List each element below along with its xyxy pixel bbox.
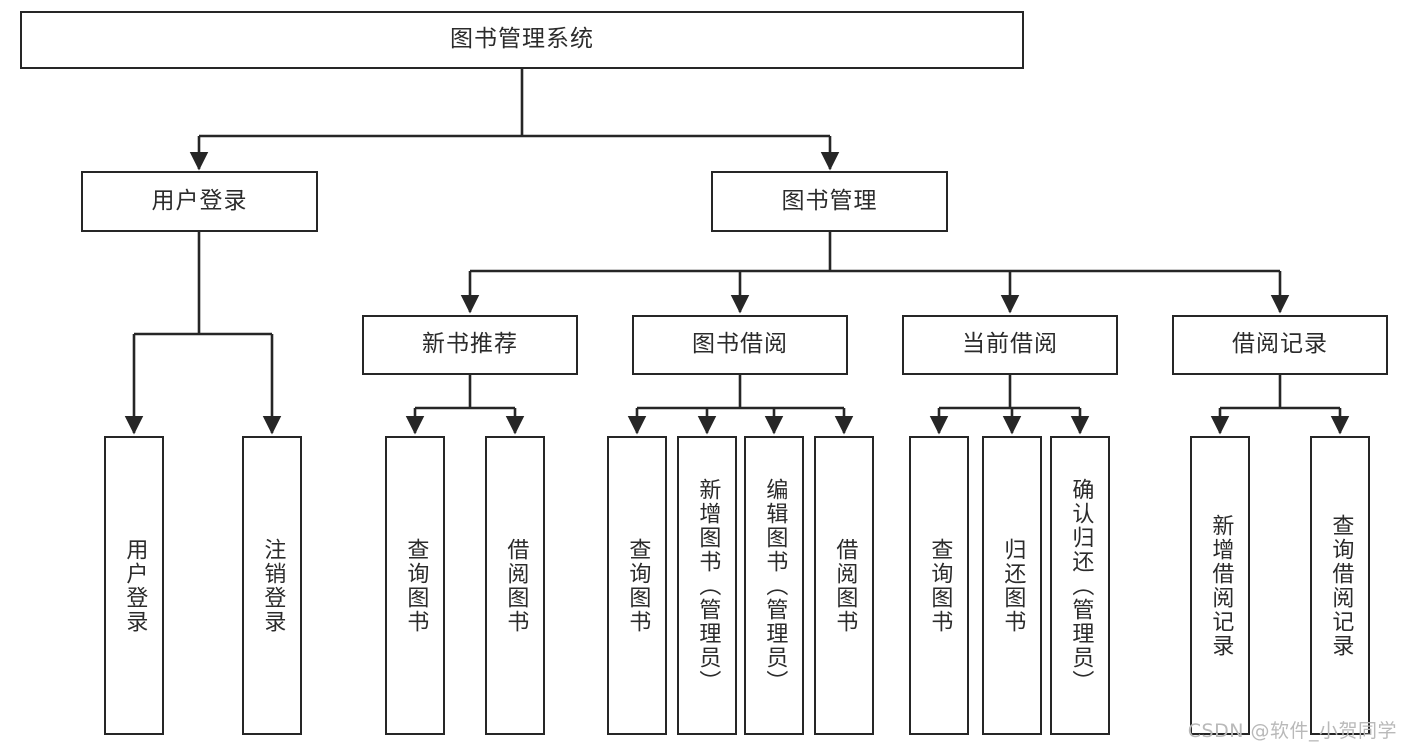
node-new-book-recommend[interactable]: 新书推荐 [362, 315, 578, 375]
leaf-borrow-book-rec-label: 借阅图书 [503, 537, 529, 634]
leaf-confirm-return-admin-label: 确认归还（管理员） [1068, 477, 1094, 694]
leaf-query-book-rec[interactable]: 查询图书 [385, 436, 445, 735]
leaf-query-book-cur[interactable]: 查询图书 [909, 436, 969, 735]
leaf-query-book-borrow-label: 查询图书 [625, 537, 651, 634]
leaf-return-book-label: 归还图书 [1000, 537, 1026, 634]
node-new-book-recommend-label: 新书推荐 [422, 331, 518, 358]
leaf-return-book[interactable]: 归还图书 [982, 436, 1042, 735]
leaf-add-borrow-record[interactable]: 新增借阅记录 [1190, 436, 1250, 735]
leaf-edit-book-admin[interactable]: 编辑图书（管理员） [744, 436, 804, 735]
leaf-add-book-admin[interactable]: 新增图书（管理员） [677, 436, 737, 735]
leaf-query-book-cur-label: 查询图书 [927, 537, 953, 634]
node-user-login[interactable]: 用户登录 [81, 171, 318, 232]
leaf-add-borrow-record-label: 新增借阅记录 [1208, 513, 1234, 658]
leaf-query-borrow-record[interactable]: 查询借阅记录 [1310, 436, 1370, 735]
leaf-query-book-borrow[interactable]: 查询图书 [607, 436, 667, 735]
csdn-watermark: CSDN @软件_小贺同学 [1187, 720, 1397, 742]
leaf-borrow-book-rec[interactable]: 借阅图书 [485, 436, 545, 735]
leaf-logout[interactable]: 注销登录 [242, 436, 302, 735]
node-root-label: 图书管理系统 [450, 26, 594, 53]
leaf-logout-label: 注销登录 [260, 537, 286, 634]
node-current-borrow[interactable]: 当前借阅 [902, 315, 1118, 375]
node-borrow-record-label: 借阅记录 [1232, 331, 1328, 358]
node-current-borrow-label: 当前借阅 [962, 331, 1058, 358]
node-book-manage[interactable]: 图书管理 [711, 171, 948, 232]
leaf-query-borrow-record-label: 查询借阅记录 [1328, 513, 1354, 658]
leaf-edit-book-admin-label: 编辑图书（管理员） [762, 477, 788, 694]
leaf-add-book-admin-label: 新增图书（管理员） [695, 477, 721, 694]
node-book-borrow[interactable]: 图书借阅 [632, 315, 848, 375]
leaf-user-login[interactable]: 用户登录 [104, 436, 164, 735]
leaf-confirm-return-admin[interactable]: 确认归还（管理员） [1050, 436, 1110, 735]
leaf-user-login-label: 用户登录 [122, 537, 148, 634]
node-borrow-record[interactable]: 借阅记录 [1172, 315, 1388, 375]
leaf-query-book-rec-label: 查询图书 [403, 537, 429, 634]
leaf-borrow-book-label: 借阅图书 [832, 537, 858, 634]
node-book-borrow-label: 图书借阅 [692, 331, 788, 358]
node-root[interactable]: 图书管理系统 [20, 11, 1024, 69]
node-user-login-label: 用户登录 [151, 187, 248, 214]
node-book-manage-label: 图书管理 [781, 187, 878, 214]
leaf-borrow-book[interactable]: 借阅图书 [814, 436, 874, 735]
